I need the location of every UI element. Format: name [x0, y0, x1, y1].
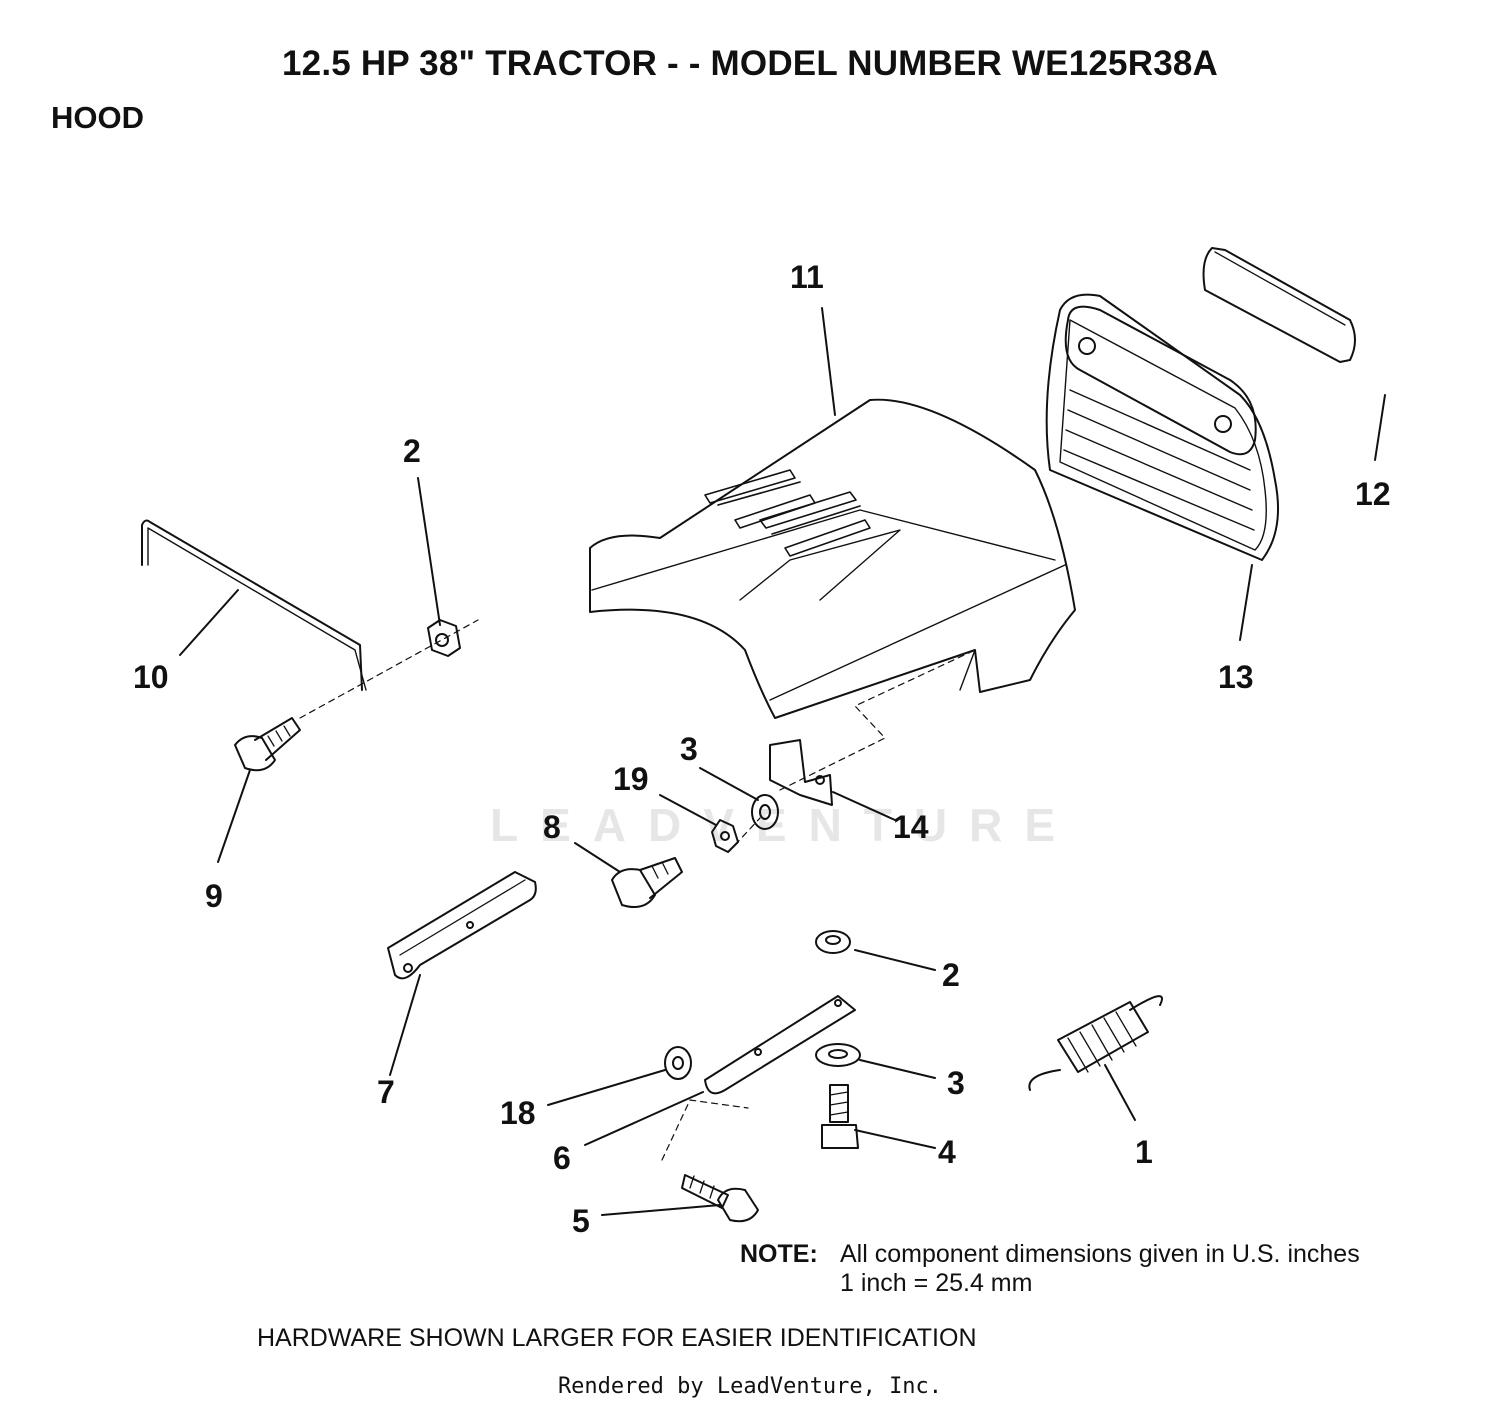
- hardware-note: HARDWARE SHOWN LARGER FOR EASIER IDENTIF…: [257, 1324, 977, 1352]
- bolt-part-4[interactable]: [821, 1084, 859, 1149]
- callout-1: 1: [1135, 1134, 1153, 1170]
- callout-3-upper: 3: [680, 731, 698, 767]
- callout-8: 8: [543, 809, 561, 845]
- callout-2-upper: 2: [403, 433, 421, 469]
- washer-part-18[interactable]: [664, 1046, 692, 1080]
- callout-14: 14: [893, 809, 929, 845]
- bolt-part-8[interactable]: [611, 857, 683, 908]
- callout-13: 13: [1218, 659, 1254, 695]
- callout-19: 19: [613, 761, 649, 797]
- washer-part-3-lower[interactable]: [815, 1043, 861, 1067]
- bolt-part-5[interactable]: [681, 1174, 759, 1223]
- link-bar-part-6[interactable]: [704, 995, 856, 1095]
- callout-6: 6: [553, 1140, 571, 1176]
- callout-2-lower: 2: [942, 957, 960, 993]
- grille-part-13[interactable]: [1045, 293, 1280, 561]
- rendered-by-footer: Rendered by LeadVenture, Inc.: [557, 1374, 943, 1399]
- callout-3-lower: 3: [947, 1065, 965, 1101]
- callout-4: 4: [938, 1134, 956, 1170]
- hood-rod-part-10[interactable]: [141, 519, 367, 691]
- bracket-part-7[interactable]: [387, 871, 537, 980]
- callout-9: 9: [205, 878, 223, 914]
- note-label: NOTE:: [740, 1240, 818, 1268]
- note-line-2: 1 inch = 25.4 mm: [840, 1269, 1033, 1297]
- callout-7: 7: [377, 1074, 395, 1110]
- hood-part-11[interactable]: [589, 398, 1076, 719]
- nut-part-2-upper[interactable]: [427, 619, 461, 657]
- callout-5: 5: [572, 1203, 590, 1239]
- spring-part-1[interactable]: [1028, 995, 1163, 1091]
- nut-part-2-lower[interactable]: [815, 930, 851, 954]
- bracket-part-14[interactable]: [769, 739, 833, 806]
- callout-18: 18: [500, 1095, 536, 1131]
- callout-10: 10: [133, 659, 169, 695]
- page-title: 12.5 HP 38" TRACTOR - - MODEL NUMBER WE1…: [282, 44, 1218, 83]
- bolt-part-9[interactable]: [234, 717, 301, 772]
- note-line-1: All component dimensions given in U.S. i…: [840, 1240, 1360, 1268]
- washer-part-3-upper[interactable]: [751, 794, 779, 830]
- callout-12: 12: [1355, 476, 1391, 512]
- callout-11: 11: [790, 259, 824, 295]
- trim-part-12[interactable]: [1202, 247, 1356, 363]
- section-title: HOOD: [51, 100, 144, 135]
- note-block: NOTE: All component dimensions given in U…: [740, 1240, 1360, 1298]
